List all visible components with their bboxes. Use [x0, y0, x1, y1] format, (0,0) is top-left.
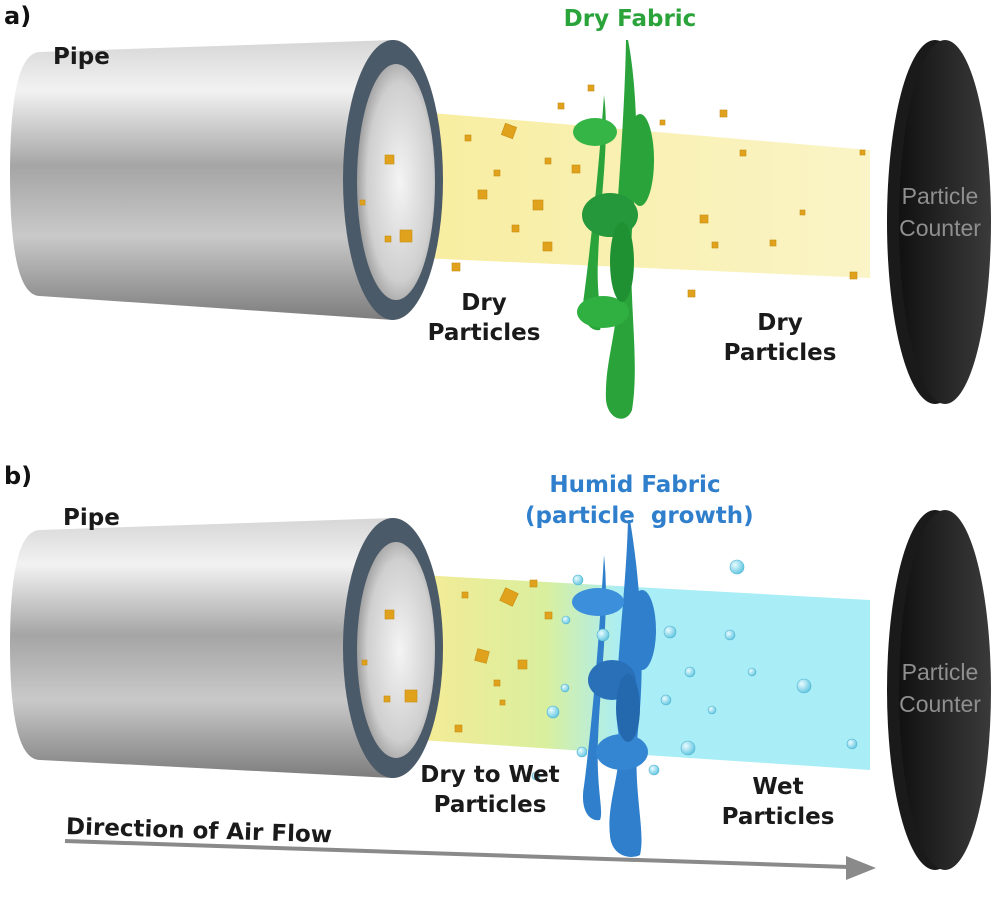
panel-b — [10, 510, 991, 870]
fabric-label-b-line-1: Humid Fabric — [549, 472, 721, 498]
dry-particles-a — [359, 84, 866, 298]
left-particles-label-a: Dry Particles — [414, 288, 554, 348]
right-particles-label-b: Wet Particles — [708, 772, 848, 832]
left-particles-label-a-line-1: Dry — [461, 290, 507, 316]
counter-label-b: Particle Counter — [880, 656, 1000, 720]
pipe-b — [10, 518, 443, 778]
airflow-beam-wet — [420, 575, 870, 770]
pipe-label-a: Pipe — [53, 44, 110, 70]
fabric-label-a: Dry Fabric — [530, 4, 730, 35]
counter-label-a-line-2: Counter — [899, 215, 981, 241]
humid-fabric — [572, 520, 656, 857]
pipe-label-b: Pipe — [63, 505, 120, 531]
fabric-label-b-line-2: (particle growth) — [525, 503, 754, 529]
left-particles-label-b: Dry to Wet Particles — [410, 760, 570, 820]
right-particles-label-b-line-1: Wet — [752, 774, 804, 800]
wet-particles-b — [531, 559, 858, 781]
particle-counter-b — [887, 510, 991, 870]
left-particles-label-a-line-2: Particles — [427, 320, 541, 346]
counter-label-b-line-2: Counter — [899, 691, 981, 717]
counter-label-a-line-1: Particle — [901, 183, 979, 209]
dry-fabric — [573, 40, 654, 419]
right-particles-label-a-line-2: Particles — [723, 340, 837, 366]
right-particles-label-b-line-2: Particles — [721, 804, 835, 830]
fabric-label-a-line-1: Dry Fabric — [563, 6, 697, 32]
panel-b-letter: b) — [4, 462, 33, 490]
right-particles-label-a-line-1: Dry — [757, 310, 803, 336]
pipe-a — [10, 40, 443, 320]
counter-label-a: Particle Counter — [880, 180, 1000, 244]
panel-a-letter: a) — [4, 2, 32, 30]
panel-a — [10, 40, 991, 419]
left-particles-label-b-line-1: Dry to Wet — [420, 762, 560, 788]
counter-label-b-line-1: Particle — [901, 659, 979, 685]
left-particles-label-b-line-2: Particles — [433, 792, 547, 818]
airflow-arrow — [64, 839, 876, 880]
particle-counter-a — [887, 40, 991, 404]
right-particles-label-a: Dry Particles — [710, 308, 850, 368]
fabric-label-b: Humid Fabric (particle growth) — [525, 470, 754, 532]
dry-particles-b — [361, 579, 553, 733]
